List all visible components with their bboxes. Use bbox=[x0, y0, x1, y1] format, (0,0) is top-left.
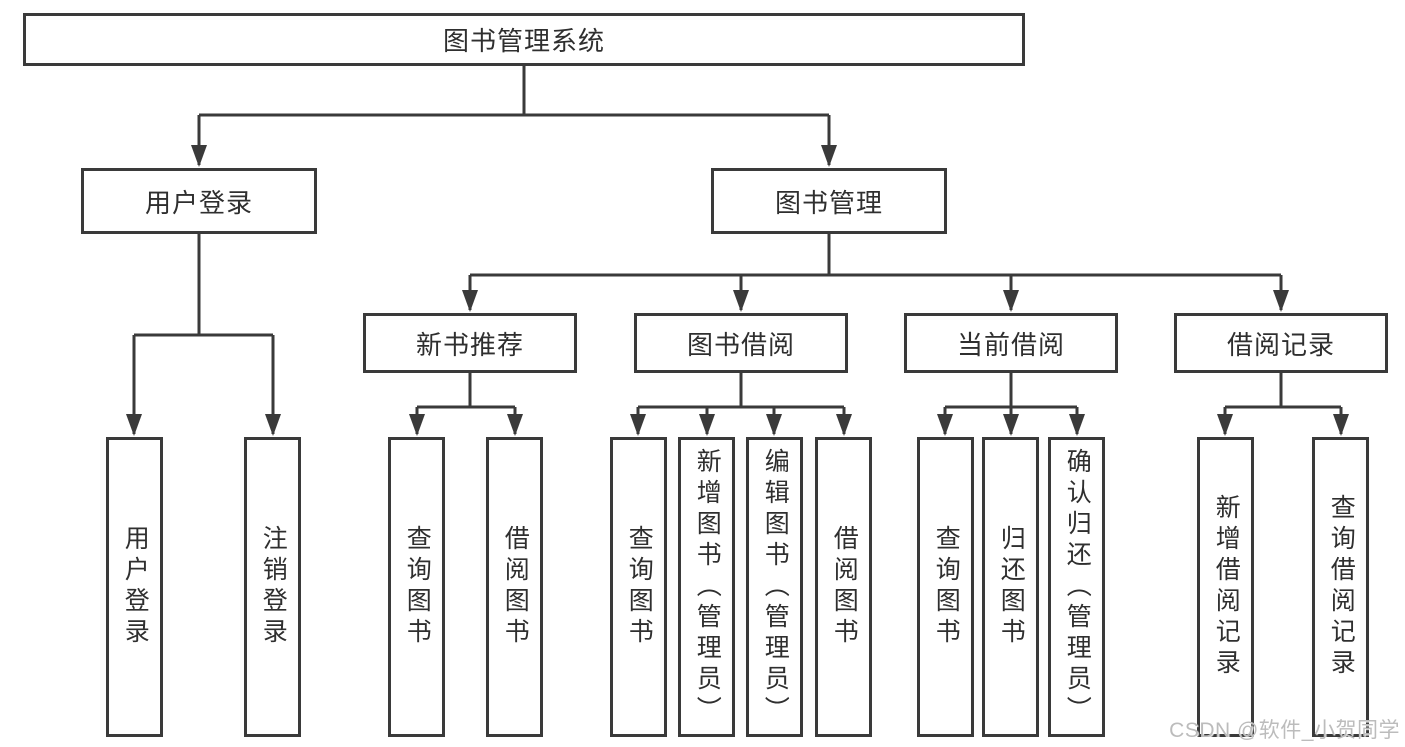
leaf-label: 借阅图书 bbox=[501, 525, 530, 649]
node-current-borrowing-label: 当前借阅 bbox=[956, 329, 1065, 360]
node-borrowing-records: 借阅记录 bbox=[1174, 313, 1388, 373]
node-book-management-label: 图书管理 bbox=[774, 187, 883, 218]
leaf-borrow-books-borrowing: 借阅图书 bbox=[815, 437, 872, 737]
leaf-add-book-admin: 新增图书（管理员） bbox=[678, 437, 735, 737]
node-user-login-label: 用户登录 bbox=[144, 187, 253, 218]
node-root-label: 图书管理系统 bbox=[442, 26, 605, 56]
leaf-label: 查询借阅记录 bbox=[1327, 494, 1356, 680]
leaf-query-books-current: 查询图书 bbox=[917, 437, 974, 737]
leaf-user-login: 用户登录 bbox=[106, 437, 163, 737]
leaf-label: 注销登录 bbox=[259, 525, 288, 649]
leaf-label: 新增图书（管理员） bbox=[693, 447, 722, 727]
node-book-borrowing-label: 图书借阅 bbox=[686, 329, 795, 360]
node-current-borrowing: 当前借阅 bbox=[904, 313, 1118, 373]
leaf-label: 借阅图书 bbox=[830, 525, 859, 649]
node-new-book-recommendation: 新书推荐 bbox=[363, 313, 577, 373]
leaf-label: 新增借阅记录 bbox=[1212, 494, 1241, 680]
leaf-label: 确认归还（管理员） bbox=[1063, 447, 1092, 727]
leaf-confirm-return-admin: 确认归还（管理员） bbox=[1048, 437, 1105, 737]
watermark: CSDN @软件_小贺同学 bbox=[1169, 719, 1400, 742]
leaf-borrow-books-recommend: 借阅图书 bbox=[486, 437, 543, 737]
leaf-label: 查询图书 bbox=[932, 525, 961, 649]
leaf-label: 用户登录 bbox=[121, 525, 150, 649]
leaf-label: 查询图书 bbox=[625, 525, 654, 649]
node-root: 图书管理系统 bbox=[23, 13, 1025, 66]
node-book-borrowing: 图书借阅 bbox=[634, 313, 848, 373]
leaf-query-books-recommend: 查询图书 bbox=[388, 437, 445, 737]
leaf-label: 查询图书 bbox=[403, 525, 432, 649]
leaf-query-books-borrowing: 查询图书 bbox=[610, 437, 667, 737]
leaf-return-books: 归还图书 bbox=[982, 437, 1039, 737]
node-borrowing-records-label: 借阅记录 bbox=[1226, 329, 1335, 360]
leaf-edit-book-admin: 编辑图书（管理员） bbox=[746, 437, 803, 737]
leaf-query-borrow-record: 查询借阅记录 bbox=[1312, 437, 1369, 737]
node-book-management: 图书管理 bbox=[711, 168, 947, 234]
leaf-logout: 注销登录 bbox=[244, 437, 301, 737]
leaf-add-borrow-record: 新增借阅记录 bbox=[1197, 437, 1254, 737]
leaf-label: 归还图书 bbox=[997, 525, 1026, 649]
node-new-book-recommendation-label: 新书推荐 bbox=[415, 329, 524, 360]
node-user-login: 用户登录 bbox=[81, 168, 317, 234]
leaf-label: 编辑图书（管理员） bbox=[761, 447, 790, 727]
